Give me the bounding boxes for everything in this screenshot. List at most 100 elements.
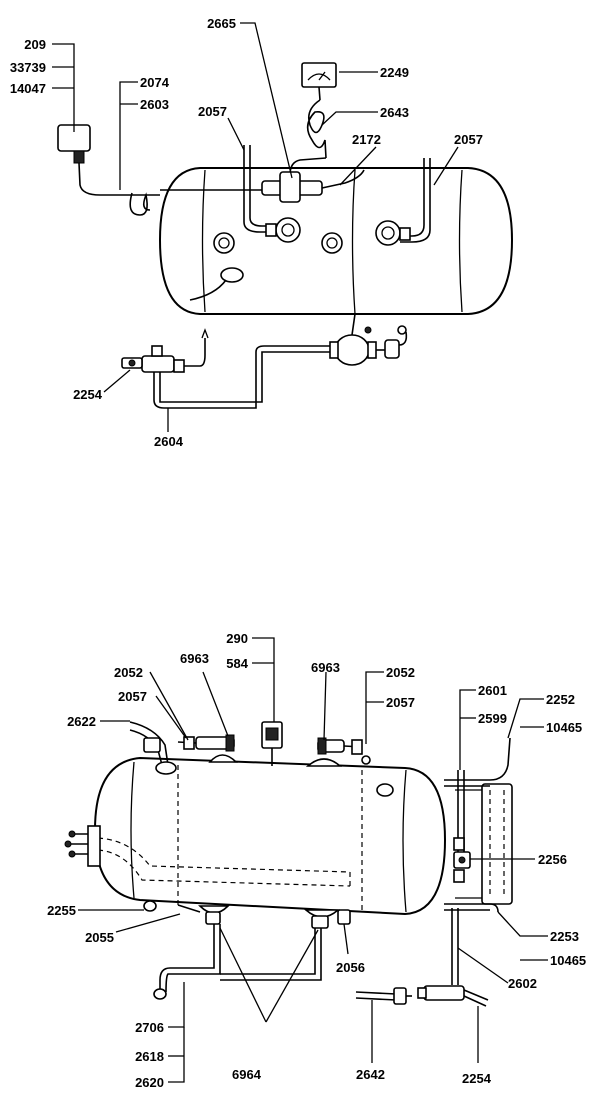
heater-terminals	[70, 833, 88, 855]
label-14047: 14047	[10, 81, 46, 96]
manifold-cross	[279, 171, 301, 203]
label-2603: 2603	[140, 97, 169, 112]
heat-exchanger-frame	[455, 789, 482, 899]
pipe-2057-right	[400, 158, 425, 237]
label-2255: 2255	[47, 903, 76, 918]
top-tank-seam-left	[201, 169, 206, 313]
label-2056: 2056	[336, 960, 365, 975]
bottom-tank-seam-right	[402, 769, 407, 913]
safety-valve-ring	[128, 359, 136, 367]
check-valve-nut-left	[329, 341, 339, 359]
label-2057-bottom-left: 2057	[118, 689, 147, 704]
label-209: 209	[24, 37, 46, 52]
label-2622: 2622	[67, 714, 96, 729]
label-2172: 2172	[352, 132, 381, 147]
safety-valve-pipe	[184, 338, 206, 367]
fitting-2256-bottom	[453, 869, 465, 883]
top-tank-nut-left	[213, 232, 235, 254]
label-2618: 2618	[135, 1049, 164, 1064]
pipe-network-c	[220, 928, 316, 975]
top-tank-fitting-center	[275, 217, 301, 243]
top-tank-nut-right	[321, 232, 343, 254]
valve-2642-pipe	[355, 991, 397, 995]
pipe-network-d	[220, 928, 322, 981]
valve-2254-tail	[463, 989, 489, 1007]
top-tank-fitting-right	[375, 220, 401, 246]
switch-pipe-coil	[129, 192, 151, 216]
pipe-network	[159, 924, 215, 992]
label-2602: 2602	[508, 976, 537, 991]
check-valve-cap	[397, 325, 407, 335]
pipe-network-b	[165, 924, 221, 993]
label-2057-top-right: 2057	[454, 132, 483, 147]
pipe-2057-left	[243, 145, 276, 233]
valve-2254-body	[423, 985, 465, 1001]
pipe-2622-block	[143, 737, 161, 753]
bottom-tank-assembly	[64, 721, 513, 1007]
label-2601: 2601	[478, 683, 507, 698]
label-2057-top-left: 2057	[198, 104, 227, 119]
fitting-nut-left	[265, 223, 277, 237]
bottom-tank-cap	[376, 783, 394, 797]
label-2052-right: 2052	[386, 665, 415, 680]
gauge-box	[301, 62, 337, 88]
check-valve-top	[364, 326, 372, 334]
heater-terminal-1	[68, 830, 76, 838]
pipe-end-2706	[153, 988, 167, 1000]
top-tank-seam-mid	[351, 169, 356, 315]
bottom-labels: 290 584 2052 6963 6963 2052 2057 2057 26…	[47, 631, 586, 1090]
label-2253: 2253	[550, 929, 579, 944]
pressostat-window	[265, 727, 279, 741]
pipe-2604	[153, 345, 338, 409]
label-33739: 33739	[10, 60, 46, 75]
label-2642: 2642	[356, 1067, 385, 1082]
label-2052-left: 2052	[114, 665, 143, 680]
label-6964: 6964	[232, 1067, 262, 1082]
label-2252: 2252	[546, 692, 575, 707]
label-10465-bottom: 10465	[550, 953, 586, 968]
top-tank-nut-right-inner	[326, 237, 338, 249]
label-10465-top: 10465	[546, 720, 582, 735]
top-tank-drain	[220, 267, 244, 283]
label-2249: 2249	[380, 65, 409, 80]
check-valve-fitting	[384, 339, 400, 359]
heat-exchanger	[481, 783, 513, 905]
bottom-tank-seam-left	[130, 761, 135, 899]
safety-valve-top	[151, 345, 163, 357]
fitting-2256-top	[453, 837, 465, 851]
top-tank-nut-left-inner	[218, 237, 230, 249]
bottom-leaders	[78, 637, 548, 1083]
top-tank-fitting-center-inner	[281, 223, 295, 237]
top-fitting-right-dome	[305, 758, 343, 767]
switch-pipe	[78, 162, 160, 196]
label-2706: 2706	[135, 1020, 164, 1035]
top-fitting-left-nut	[183, 736, 195, 750]
label-6963-left: 6963	[180, 651, 209, 666]
gauge-needle	[318, 71, 326, 81]
top-tank-fitting-right-inner	[381, 226, 395, 240]
label-2604: 2604	[154, 434, 184, 449]
check-valve-elbow	[398, 331, 408, 346]
pipe-2622	[129, 721, 169, 766]
top-fitting-right-nut	[351, 739, 363, 755]
top-tank-drain-pipe	[189, 279, 227, 301]
pipe-2604-b	[159, 351, 338, 403]
top-fitting-right-knob	[317, 737, 327, 755]
bottom-fitting-right	[311, 915, 329, 929]
check-valve	[334, 334, 370, 366]
top-tank-body	[158, 167, 514, 315]
gauge-face	[307, 73, 331, 81]
fitting-nut-right	[399, 227, 411, 241]
label-2254-top: 2254	[73, 387, 103, 402]
bottom-tank-body	[93, 756, 447, 916]
pipe-2057-left-b	[249, 145, 276, 227]
label-2256: 2256	[538, 852, 567, 867]
gauge-stem	[318, 86, 321, 101]
top-leaders	[52, 22, 459, 432]
pipe-2252	[444, 737, 511, 781]
check-valve-nut-right	[367, 341, 377, 359]
top-fitting-left-knob	[225, 734, 235, 752]
heater-terminal-3	[68, 850, 76, 858]
bottom-fitting-2056	[337, 909, 351, 925]
